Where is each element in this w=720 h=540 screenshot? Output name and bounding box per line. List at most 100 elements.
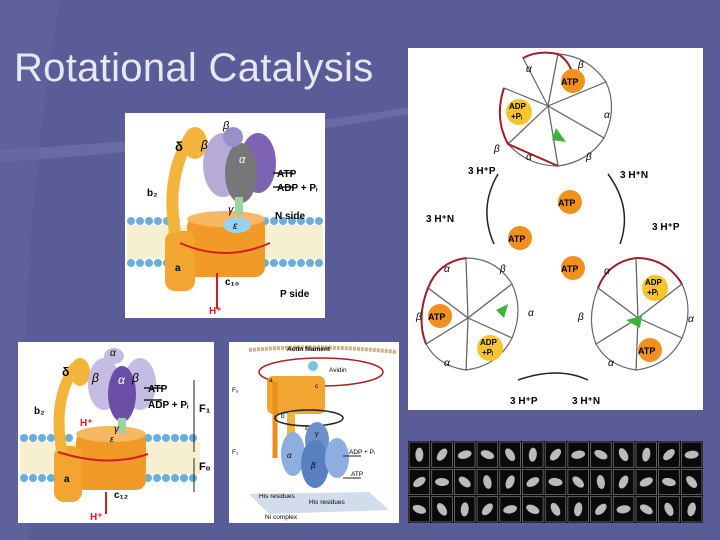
label-adp-right-hex: ADP bbox=[645, 278, 663, 287]
label-adp-top: ADP bbox=[509, 102, 527, 111]
micrograph-frame bbox=[658, 496, 680, 523]
atp-ball-right-top bbox=[561, 256, 585, 280]
label-f1-3: F₁ bbox=[232, 449, 239, 456]
micrograph-frame bbox=[499, 496, 521, 523]
label-his-right: His residues bbox=[309, 499, 346, 506]
label-c-3: c bbox=[315, 383, 319, 390]
label-atp-center: ATP bbox=[558, 198, 575, 208]
atp-ball-right-hex bbox=[638, 338, 662, 362]
label-a: a bbox=[175, 263, 181, 274]
micrograph-frame bbox=[408, 468, 431, 496]
micrograph-frame bbox=[544, 468, 567, 496]
ni-complex-surface bbox=[249, 492, 389, 514]
label-h-p-1: 3 H⁺P bbox=[468, 166, 496, 177]
adp-ball-top bbox=[506, 99, 532, 125]
adp-ball-left-hex bbox=[477, 335, 503, 361]
label-fo-3: Fₒ bbox=[232, 387, 239, 394]
micrograph-frame bbox=[544, 496, 567, 523]
label-h-p-3: 3 H⁺P bbox=[510, 396, 538, 407]
label-h-n-1: 3 H⁺N bbox=[620, 170, 648, 181]
label-fo: Fₒ bbox=[199, 461, 211, 473]
micrograph-frame bbox=[680, 441, 703, 468]
hexamer-left bbox=[420, 257, 519, 371]
label-a-2: a bbox=[64, 474, 70, 485]
micrograph-frame bbox=[590, 468, 612, 496]
micrograph-frame bbox=[431, 441, 453, 468]
micrograph-frame bbox=[680, 496, 703, 523]
avidin bbox=[308, 361, 318, 371]
green-arrow-top bbox=[552, 128, 566, 142]
gamma-subunit bbox=[235, 197, 243, 215]
label-ni-complex: Ni complex bbox=[265, 514, 298, 521]
micrograph-frame bbox=[476, 441, 499, 468]
label-b2: b₂ bbox=[147, 188, 158, 199]
micrograph-frame bbox=[522, 496, 544, 523]
label-alpha-c10: α bbox=[608, 358, 614, 369]
micrograph-frame bbox=[499, 468, 521, 496]
label-alpha-c6: α bbox=[528, 308, 534, 319]
atp-ball-top bbox=[561, 69, 585, 93]
label-beta-2: β bbox=[91, 371, 99, 385]
label-beta-3: β bbox=[310, 461, 316, 470]
label-alpha-3: α bbox=[287, 451, 292, 460]
label-his-left: His residues bbox=[259, 493, 296, 500]
slide-title: Rotational Catalysis bbox=[14, 46, 374, 90]
micrograph-frame bbox=[635, 468, 658, 496]
label-delta-2: δ bbox=[62, 365, 69, 379]
label-beta-c1: β bbox=[577, 60, 584, 71]
label-beta-top: β bbox=[222, 120, 230, 132]
label-alpha-2: α bbox=[118, 373, 126, 387]
label-pi-top: +Pᵢ bbox=[511, 112, 522, 121]
label-beta: β bbox=[200, 138, 208, 152]
label-beta-2b: β bbox=[131, 371, 139, 385]
label-adp-left-hex: ADP bbox=[480, 338, 498, 347]
micrograph-frame bbox=[522, 441, 544, 468]
actin-filament-experiment: Actin filament Avidin Fₒ F₁ a c b γ ε α … bbox=[229, 342, 399, 523]
micrograph-frame bbox=[612, 496, 635, 523]
micrograph-frame bbox=[658, 468, 680, 496]
label-beta-c8: β bbox=[577, 312, 584, 323]
micrograph-frame bbox=[431, 496, 453, 523]
label-alpha-2b: α bbox=[110, 348, 116, 359]
micrograph-frames bbox=[408, 441, 703, 523]
green-arrow-left bbox=[496, 304, 508, 318]
label-atp-right: ATP bbox=[561, 264, 578, 274]
label-adp-pi-3: ADP + Pᵢ bbox=[349, 449, 375, 456]
label-actin-filament: Actin filament bbox=[287, 346, 331, 353]
label-c12: c₁₂ bbox=[114, 490, 128, 501]
micrograph-grid bbox=[408, 441, 703, 523]
micrograph-frame bbox=[567, 496, 589, 523]
label-alpha-c3: α bbox=[526, 152, 532, 163]
label-c10: c₁₀ bbox=[225, 277, 239, 288]
label-alpha: α bbox=[239, 154, 246, 166]
atp-ball-left bbox=[508, 226, 532, 250]
label-h-p-2: 3 H⁺P bbox=[652, 222, 680, 233]
micrograph-frame bbox=[544, 441, 567, 468]
micrograph-frame bbox=[408, 441, 431, 468]
micrograph-frame bbox=[431, 468, 453, 496]
epsilon-subunit bbox=[223, 217, 251, 233]
label-alpha-c2: α bbox=[604, 110, 610, 121]
atp-ball-center bbox=[558, 190, 582, 214]
label-atp-2: ATP bbox=[148, 384, 168, 395]
label-adp-pi: ADP + Pᵢ bbox=[277, 183, 318, 194]
label-epsilon-2: ε bbox=[110, 434, 115, 444]
micrograph-frame bbox=[408, 496, 431, 523]
micrograph-frame bbox=[590, 496, 612, 523]
micrograph-frame bbox=[522, 468, 544, 496]
label-gamma-3: γ bbox=[315, 431, 319, 438]
c-ring bbox=[187, 217, 265, 277]
micrograph-frame bbox=[612, 441, 635, 468]
label-gamma: γ bbox=[228, 204, 235, 216]
label-h-plus-bottom: H⁺ bbox=[90, 512, 103, 523]
label-n-side: N side bbox=[275, 211, 305, 222]
actin-filament bbox=[248, 345, 398, 354]
label-beta-c3: β bbox=[585, 152, 592, 163]
label-alpha-c7: α bbox=[444, 358, 450, 369]
label-h-plus: H⁺ bbox=[209, 306, 222, 317]
label-epsilon-3: ε bbox=[305, 425, 308, 432]
micrograph-frame bbox=[499, 441, 521, 468]
label-beta-c5: β bbox=[499, 264, 506, 275]
atp-ball-left-hex bbox=[428, 304, 452, 328]
label-alpha-c9: α bbox=[688, 314, 694, 325]
